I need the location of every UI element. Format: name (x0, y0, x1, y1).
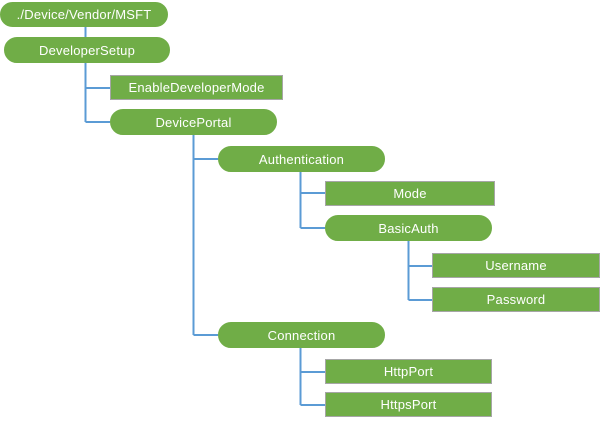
node-httpsport-label: HttpsPort (380, 397, 437, 412)
node-enabledevelopermode[interactable]: EnableDeveloperMode (110, 75, 283, 100)
node-root-label: ./Device/Vendor/MSFT (16, 7, 152, 22)
node-httpsport[interactable]: HttpsPort (325, 392, 492, 417)
node-authentication-label: Authentication (258, 151, 345, 167)
node-authentication[interactable]: Authentication (218, 146, 385, 172)
node-deviceportal[interactable]: DevicePortal (110, 109, 277, 135)
node-deviceportal-label: DevicePortal (155, 114, 232, 130)
node-password[interactable]: Password (432, 287, 600, 312)
node-httpport[interactable]: HttpPort (325, 359, 492, 384)
node-basicauth-label: BasicAuth (378, 220, 439, 236)
node-password-label: Password (486, 292, 546, 307)
node-connection-label: Connection (267, 327, 336, 343)
node-developersetup-label: DeveloperSetup (38, 42, 136, 58)
node-developersetup[interactable]: DeveloperSetup (4, 37, 170, 63)
node-username-label: Username (485, 258, 547, 273)
node-httpport-label: HttpPort (383, 364, 434, 379)
node-mode[interactable]: Mode (325, 181, 495, 206)
node-basicauth[interactable]: BasicAuth (325, 215, 492, 241)
node-username[interactable]: Username (432, 253, 600, 278)
node-enabledevelopermode-label: EnableDeveloperMode (128, 80, 265, 95)
node-root[interactable]: ./Device/Vendor/MSFT (0, 2, 168, 27)
node-connection[interactable]: Connection (218, 322, 385, 348)
node-mode-label: Mode (393, 186, 427, 201)
